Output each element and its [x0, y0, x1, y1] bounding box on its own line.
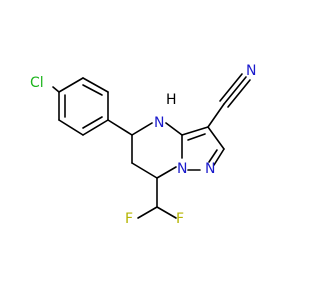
structure-canvas: Cl N H N N N F F	[30, 63, 256, 227]
bond-ring-2	[58, 119, 84, 136]
atom-nh: N	[154, 115, 164, 131]
atom-f1: F	[125, 211, 133, 227]
bond-n1-c7	[156, 166, 177, 179]
atom-n1: N	[177, 161, 187, 177]
bond-ring-c5	[107, 119, 133, 136]
chemical-structure-diagram: Cl N H N N N F F	[30, 63, 256, 227]
n2-label: N	[205, 161, 215, 177]
bonds	[52, 73, 251, 219]
bond-cn-triple-3	[227, 79, 251, 108]
bond-c3a-c3	[181, 126, 209, 136]
atom-cl: Cl	[30, 75, 44, 91]
bond-c3a-c3-inner	[187, 133, 206, 141]
bond-ring-3	[82, 119, 109, 136]
bond-nh-c3a	[165, 122, 183, 136]
atom-f2: F	[176, 211, 184, 227]
bond-ring-5-inner	[82, 84, 103, 96]
bond-c5-nh	[131, 122, 153, 136]
bond-ring-3-inner	[82, 116, 103, 129]
bond-c2-n2-inner	[208, 149, 218, 163]
f2-label: F	[176, 211, 184, 227]
bond-cn-triple-1	[223, 76, 247, 105]
bond-ring-5	[82, 77, 109, 93]
cyano-n-label: N	[246, 63, 256, 79]
bond-ring-6	[58, 77, 84, 93]
bond-c7-c6	[131, 162, 158, 179]
atom-h: H	[166, 92, 177, 108]
cl-label: Cl	[30, 75, 44, 91]
nh-h-label: H	[166, 92, 177, 108]
bond-cn-triple-2	[219, 73, 243, 102]
n1-label: N	[177, 161, 187, 177]
bond-c3-cn	[207, 103, 225, 128]
bond-chf2-f1	[137, 206, 158, 219]
bond-c2-n2	[213, 148, 225, 166]
f1-label: F	[125, 211, 133, 227]
bond-chf2-f2	[156, 206, 177, 219]
nh-n-label: N	[154, 115, 164, 131]
bond-c3-c2	[207, 126, 225, 150]
atom-n2: N	[205, 161, 215, 177]
bond-cl-ring	[52, 86, 60, 93]
atom-labels: Cl N H N N N F F	[30, 63, 256, 227]
atom-n-cyano: N	[246, 63, 256, 79]
